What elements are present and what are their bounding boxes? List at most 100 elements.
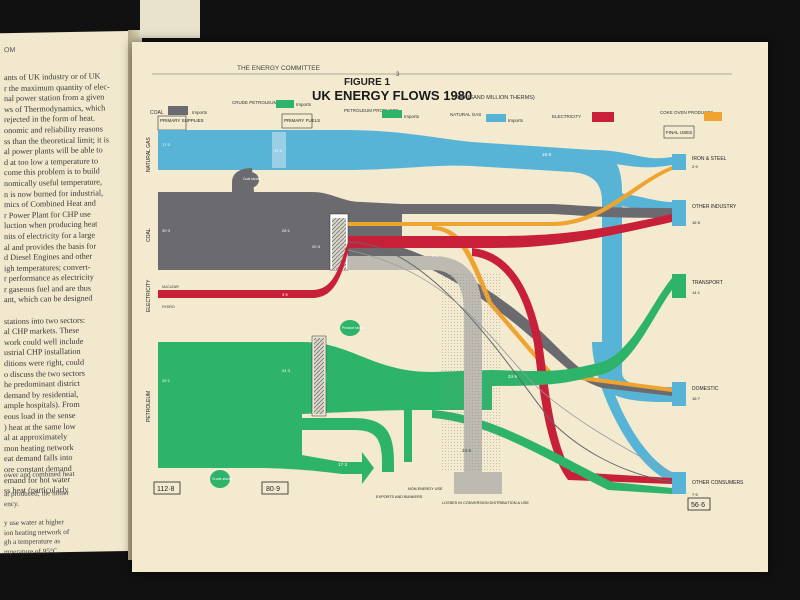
petroleum-supply-block bbox=[158, 342, 186, 468]
footnote-line: mperature of 95°C. bbox=[4, 546, 60, 556]
petroleum-supply-value: 29·1 bbox=[162, 378, 171, 383]
sink-industry-box bbox=[672, 200, 686, 226]
non-energy-flow bbox=[326, 371, 412, 462]
right-book-page: THE ENERGY COMMITTEE 3 FIGURE 1 UK ENERG… bbox=[132, 42, 768, 572]
gas-supply-block bbox=[158, 130, 186, 170]
sink-industry-label: OTHER INDUSTRY bbox=[692, 204, 737, 210]
legend-coal-imports-label: Imports bbox=[192, 110, 208, 115]
legend-crude-label: CRUDE PETROLEUM bbox=[232, 100, 278, 105]
primary-supplies-label: PRIMARY SUPPLIES bbox=[160, 118, 204, 123]
total-primary-fuels: 80·9 bbox=[266, 486, 280, 493]
sink-other-consumers-label: OTHER CONSUMERS bbox=[692, 480, 744, 486]
figure-title: UK ENERGY FLOWS 1980 bbox=[312, 88, 472, 103]
products-flow-value: 24·9 bbox=[508, 374, 518, 379]
energy-flow-diagram: THE ENERGY COMMITTEE 3 FIGURE 1 UK ENERG… bbox=[146, 65, 744, 511]
legend-electricity-swatch bbox=[592, 112, 614, 122]
source-label-gas: NATURAL GAS bbox=[146, 137, 152, 172]
legend-gas-label: NATURAL GAS bbox=[450, 112, 481, 117]
electricity-flows: 3·5 NUCLEAR HYDRO bbox=[158, 214, 672, 484]
gas-main-flow bbox=[186, 130, 682, 402]
total-final-uses-box bbox=[687, 497, 711, 511]
products-to-transport bbox=[492, 278, 672, 386]
sink-other-consumers-box bbox=[672, 472, 686, 494]
crude-stocks-label: Crude stocks bbox=[212, 477, 233, 481]
legend-crude-imports-label: Imports bbox=[296, 102, 312, 107]
losses-flow-value: 24·6 bbox=[462, 448, 472, 453]
coal-primary-value: 28·1 bbox=[282, 228, 291, 233]
source-label-electricity: ELECTRICITY bbox=[146, 279, 152, 312]
legend-coke-label: COKE OVEN PRODUCTS bbox=[660, 110, 713, 115]
legend-coke-swatch bbox=[704, 112, 722, 121]
paper-tab bbox=[140, 0, 200, 38]
source-label-petroleum: PETROLEUM bbox=[146, 391, 152, 422]
petroleum-primary-value: 24·3 bbox=[282, 368, 291, 373]
sink-industry-value: 16·5 bbox=[692, 220, 701, 225]
coal-stocks-bubble bbox=[241, 172, 259, 188]
exports-flow bbox=[302, 418, 394, 472]
legend-crude-swatch bbox=[276, 100, 294, 108]
legend-electricity-label: ELECTRICITY bbox=[552, 114, 581, 119]
non-energy-label: NON-ENERGY USE bbox=[408, 487, 443, 491]
gas-primary-block bbox=[272, 132, 286, 168]
product-stocks-bubble bbox=[340, 320, 360, 336]
figure-label: FIGURE 1 bbox=[344, 77, 391, 88]
legend-gas-swatch bbox=[486, 114, 506, 122]
losses-label: LOSSES IN CONVERSION DISTRIBUTION & USE bbox=[442, 501, 529, 505]
legend-coal-swatch bbox=[168, 106, 188, 115]
total-primary-supplies-box bbox=[153, 481, 181, 495]
nuclear-label: NUCLEAR bbox=[162, 285, 179, 289]
total-primary-fuels-box bbox=[261, 481, 289, 495]
legend-coal-label: COAL bbox=[150, 110, 164, 116]
sink-domestic-value: 16·7 bbox=[692, 396, 701, 401]
sink-other-consumers-value: 7·5 bbox=[692, 492, 699, 497]
sink-domestic-box bbox=[672, 382, 686, 406]
electricity-value: 3·5 bbox=[282, 292, 289, 297]
exports-flow-value: 17·3 bbox=[338, 462, 348, 467]
exports-label: EXPORTS AND BUNKERS bbox=[376, 495, 423, 499]
refinery-hatch bbox=[314, 338, 324, 414]
thin-line-1 bbox=[347, 241, 673, 483]
sink-domestic-label: DOMESTIC bbox=[692, 386, 719, 392]
gas-flow-value: 15·8 bbox=[542, 152, 552, 157]
legend-gas-imports-label: Imports bbox=[508, 118, 524, 123]
coal-supply-value: 30·3 bbox=[162, 228, 171, 233]
legend-products-swatch bbox=[382, 110, 402, 118]
page-number: 3 bbox=[396, 72, 400, 78]
total-final-uses: 56·6 bbox=[691, 502, 705, 509]
coal-supply-block bbox=[158, 192, 186, 270]
losses-texture bbox=[442, 272, 502, 472]
petroleum-flows: Crude stocks Product stocks 29·1 24·3 24… bbox=[158, 278, 672, 494]
legend: COAL Imports CRUDE PETROLEUM Imports PET… bbox=[150, 100, 722, 123]
petroleum-main-flow bbox=[186, 342, 492, 468]
gas-to-iron-steel bbox=[592, 150, 672, 168]
page-header-title: THE ENERGY COMMITTEE bbox=[237, 65, 321, 72]
sink-transport-label: TRANSPORT bbox=[692, 280, 723, 286]
hydro-label: HYDRO bbox=[162, 305, 175, 309]
gas-primary-value: 17·4 bbox=[274, 148, 283, 153]
gas-to-industry bbox=[602, 192, 672, 212]
sink-iron-steel-label: IRON & STEEL bbox=[692, 156, 727, 162]
electricity-supply-block bbox=[158, 290, 186, 298]
primary-fuels-box bbox=[281, 113, 313, 129]
power-station-hatch bbox=[332, 218, 346, 270]
coal-to-power-value: 20·3 bbox=[312, 244, 321, 249]
power-out-value: 6·5 bbox=[432, 253, 439, 258]
left-page-footnote: ower and combined heat at produced; the … bbox=[4, 469, 134, 558]
legend-products-imports-label: Imports bbox=[404, 114, 420, 119]
coal-stocks-label: Coal stocks bbox=[243, 177, 261, 181]
figure-units: (THOUSAND MILLION THERMS) bbox=[452, 95, 535, 101]
sink-transport-value: 14·1 bbox=[692, 290, 701, 295]
legend-products-label: PETROLEUM PRODUCTS bbox=[344, 108, 399, 113]
gas-to-other-consumers bbox=[592, 342, 672, 482]
final-uses-box bbox=[663, 125, 695, 139]
total-primary-supplies: 112·8 bbox=[157, 486, 174, 493]
product-stocks-label: Product stocks bbox=[342, 326, 365, 330]
final-use-sinks: IRON & STEEL 2·9 OTHER INDUSTRY 16·5 TRA… bbox=[672, 154, 744, 497]
final-uses-label: FINAL USES bbox=[666, 130, 692, 135]
sink-iron-steel-box bbox=[672, 154, 686, 170]
electricity-import-flow bbox=[186, 242, 348, 298]
thin-line-2 bbox=[347, 249, 673, 475]
left-page-header: OM bbox=[4, 46, 16, 55]
